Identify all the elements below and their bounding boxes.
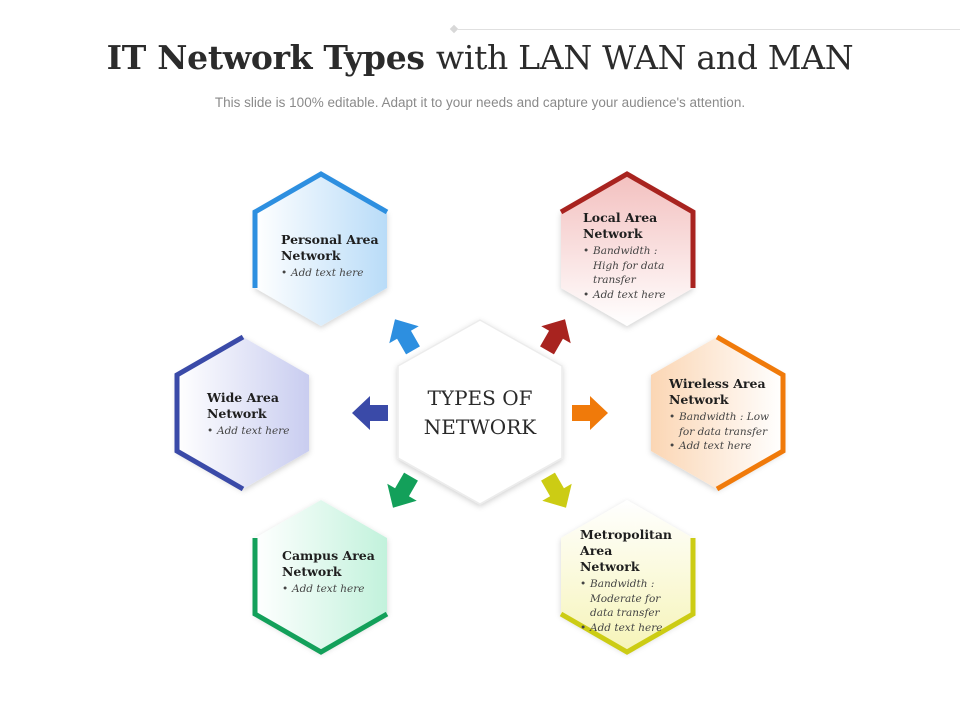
man-list: Bandwidth : Moderate for data transfer A… xyxy=(580,577,676,635)
arrow-to-wireless-area-network xyxy=(572,396,608,430)
wireless-item: Add text here xyxy=(669,439,769,454)
title-bold-part: IT Network Types xyxy=(106,38,425,77)
wan-text: Wide Area Network Add text here xyxy=(207,390,299,439)
center-hexagon xyxy=(397,319,563,505)
arrow-to-campus-area-network xyxy=(387,472,418,508)
title-light-part: with LAN WAN and MAN xyxy=(435,38,854,77)
center-label-line-2: NETWORK xyxy=(423,415,537,439)
pan-list: Add text here xyxy=(281,266,379,281)
lan-text: Local Area Network Bandwidth : High for … xyxy=(583,210,675,302)
top-divider-line xyxy=(458,29,960,30)
pan-text: Personal Area Network Add text here xyxy=(281,232,379,281)
arrow-to-personal-area-network xyxy=(389,319,420,355)
wan-item: Add text here xyxy=(207,424,299,439)
pan-item: Add text here xyxy=(281,266,379,281)
can-title: Campus Area Network xyxy=(282,548,375,579)
lan-list: Bandwidth : High for data transfer Add t… xyxy=(583,244,675,302)
arrow-to-local-area-network xyxy=(540,319,571,355)
wan-list: Add text here xyxy=(207,424,299,439)
man-item: Add text here xyxy=(580,621,676,636)
wireless-item: Bandwidth : Low for data transfer xyxy=(669,410,769,439)
wireless-text: Wireless Area Network Bandwidth : Low fo… xyxy=(669,376,769,454)
center-label-line-1: TYPES OF xyxy=(427,386,533,410)
lan-item: Add text here xyxy=(583,288,675,303)
wireless-title: Wireless Area Network xyxy=(669,376,766,407)
node-personal-area-network xyxy=(252,171,389,326)
can-list: Add text here xyxy=(282,582,378,597)
lan-title: Local Area Network xyxy=(583,210,658,241)
arrow-to-metropolitan-area-network xyxy=(541,472,572,508)
wan-title: Wide Area Network xyxy=(207,390,279,421)
page-subtitle: This slide is 100% editable. Adapt it to… xyxy=(214,95,746,110)
man-text: Metropolitan Area Network Bandwidth : Mo… xyxy=(580,527,676,635)
node-campus-area-network xyxy=(252,500,389,655)
center-label: TYPES OF NETWORK xyxy=(400,384,560,442)
wireless-list: Bandwidth : Low for data transfer Add te… xyxy=(669,410,769,454)
page-title: IT Network Types with LAN WAN and MAN xyxy=(0,38,960,77)
lan-item: Bandwidth : High for data transfer xyxy=(583,244,675,288)
man-item: Bandwidth : Moderate for data transfer xyxy=(580,577,676,621)
pan-title: Personal Area Network xyxy=(281,232,379,263)
can-text: Campus Area Network Add text here xyxy=(282,548,378,597)
node-wide-area-network xyxy=(174,334,309,492)
arrow-to-wide-area-network xyxy=(352,396,388,430)
man-title: Metropolitan Area Network xyxy=(580,527,673,574)
can-item: Add text here xyxy=(282,582,378,597)
